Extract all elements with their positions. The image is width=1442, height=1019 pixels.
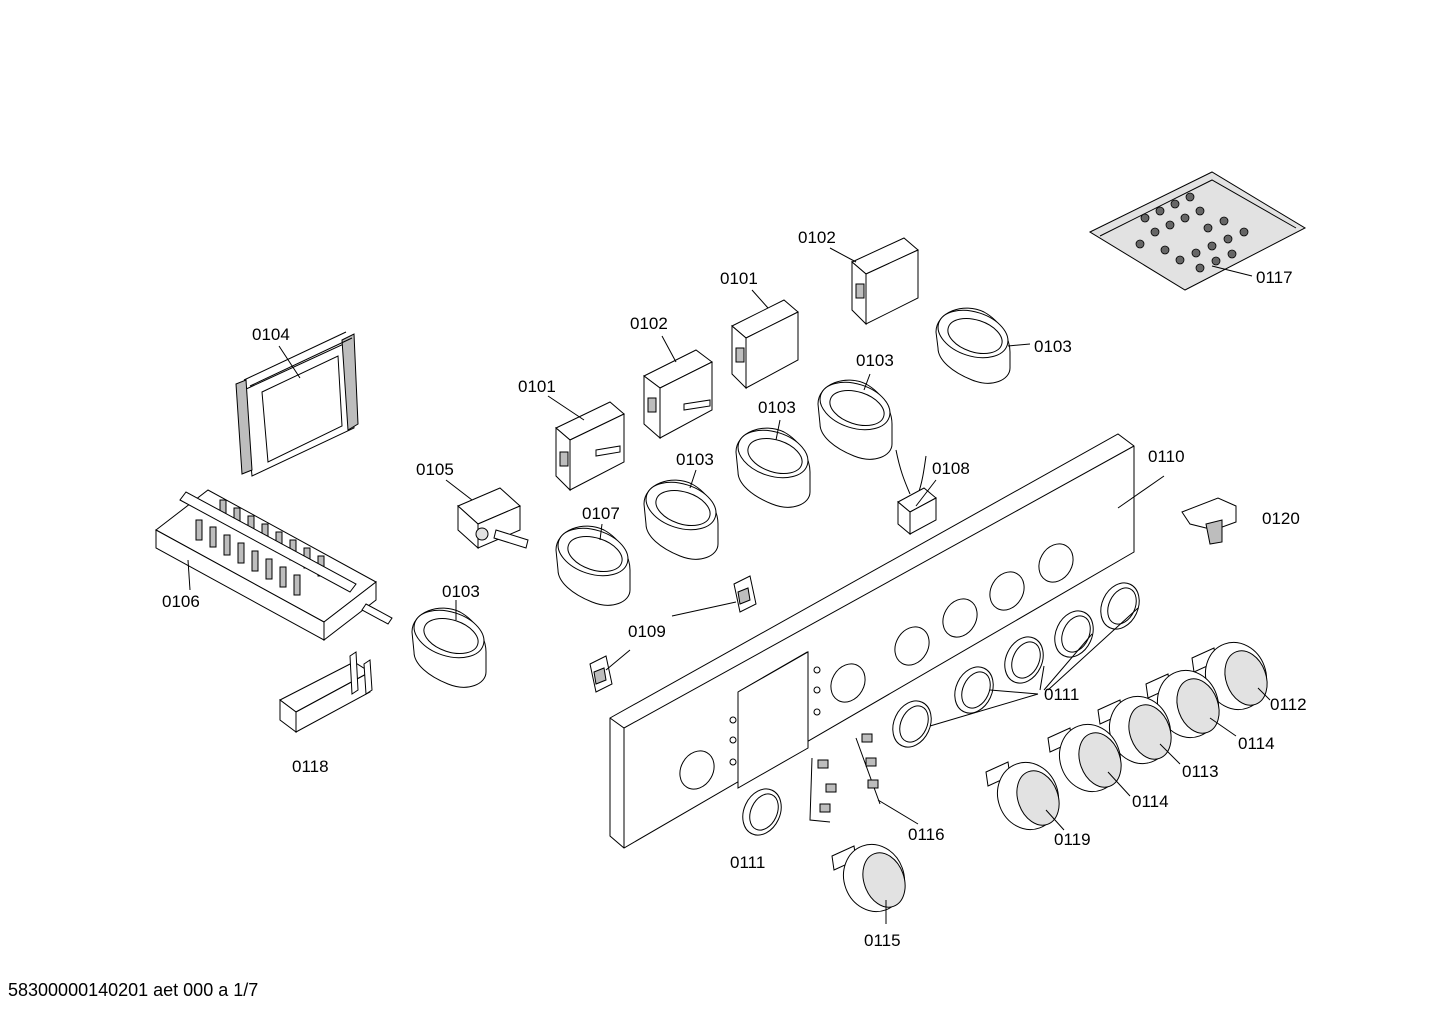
part-0108-wired-sensor — [895, 449, 937, 536]
label-0112: 0112 — [1270, 695, 1307, 714]
part-0107-collar — [555, 525, 631, 606]
part-0101-switch-upper — [731, 289, 799, 390]
part-0102-switch-lower — [643, 335, 713, 440]
label-0114-lower: 0114 — [1132, 792, 1169, 811]
label-0102-lower: 0102 — [630, 314, 668, 333]
label-0111-group: 0111 — [1044, 685, 1079, 704]
part-0113-knob — [1097, 695, 1181, 765]
document-footer-id: 58300000140201 aet 000 a 1/7 — [8, 980, 259, 1000]
part-0111-ring-set — [892, 582, 1140, 748]
part-0111-ring-single — [742, 788, 782, 836]
label-0107: 0107 — [582, 504, 620, 523]
part-0102-switch-upper — [829, 237, 919, 326]
label-0101-lower: 0101 — [518, 377, 556, 396]
label-0110: 0110 — [1148, 447, 1185, 466]
label-0113: 0113 — [1182, 762, 1219, 781]
label-0101-upper: 0101 — [720, 269, 758, 288]
label-0106: 0106 — [162, 592, 200, 611]
label-0116: 0116 — [908, 825, 945, 844]
part-0103-collar-5 — [935, 307, 1011, 384]
part-0116-screws — [809, 733, 919, 825]
part-0119-knob — [985, 761, 1065, 831]
label-0105: 0105 — [416, 460, 454, 479]
part-0117-screw-bag — [1088, 171, 1307, 291]
label-0117: 0117 — [1256, 268, 1293, 287]
label-0103-left-middle: 0103 — [676, 450, 714, 469]
part-0120-component — [1181, 497, 1237, 545]
part-0101-switch-lower — [547, 395, 625, 492]
part-labels: 0102 0101 0117 0102 0104 0103 0103 0101 … — [162, 228, 1307, 950]
label-0103-far-right: 0103 — [1034, 337, 1072, 356]
label-0120: 0120 — [1262, 509, 1300, 528]
label-0109: 0109 — [628, 622, 666, 641]
label-0118: 0118 — [292, 757, 329, 776]
label-0111-single: 0111 — [730, 853, 765, 872]
part-0106-selector-switch — [155, 489, 393, 642]
part-0103-collar-1 — [411, 607, 487, 688]
label-0119: 0119 — [1054, 830, 1091, 849]
label-0104: 0104 — [252, 325, 290, 344]
part-0103-collar-2 — [643, 479, 719, 560]
label-0108: 0108 — [932, 459, 970, 478]
label-0103-middle: 0103 — [758, 398, 796, 417]
label-0103-left: 0103 — [442, 582, 480, 601]
part-0115-knob — [831, 843, 906, 924]
part-0109-clip-lower — [589, 655, 613, 693]
part-0105-component — [445, 479, 529, 550]
part-0118-bracket — [279, 651, 373, 733]
label-0115: 0115 — [864, 931, 901, 950]
part-0103-collar-3 — [735, 427, 811, 508]
part-0104-control-module — [235, 331, 359, 477]
part-0114-knob-upper — [1145, 669, 1237, 739]
part-0114-knob-lower — [1047, 723, 1131, 797]
label-0102-upper: 0102 — [798, 228, 836, 247]
label-0103-upper: 0103 — [856, 351, 894, 370]
part-0109-clip-upper — [733, 575, 757, 613]
part-0103-collar-4 — [817, 379, 893, 460]
part-0112-knob — [1191, 641, 1271, 711]
label-0114-upper: 0114 — [1238, 734, 1275, 753]
part-0110-control-panel — [609, 433, 1165, 849]
